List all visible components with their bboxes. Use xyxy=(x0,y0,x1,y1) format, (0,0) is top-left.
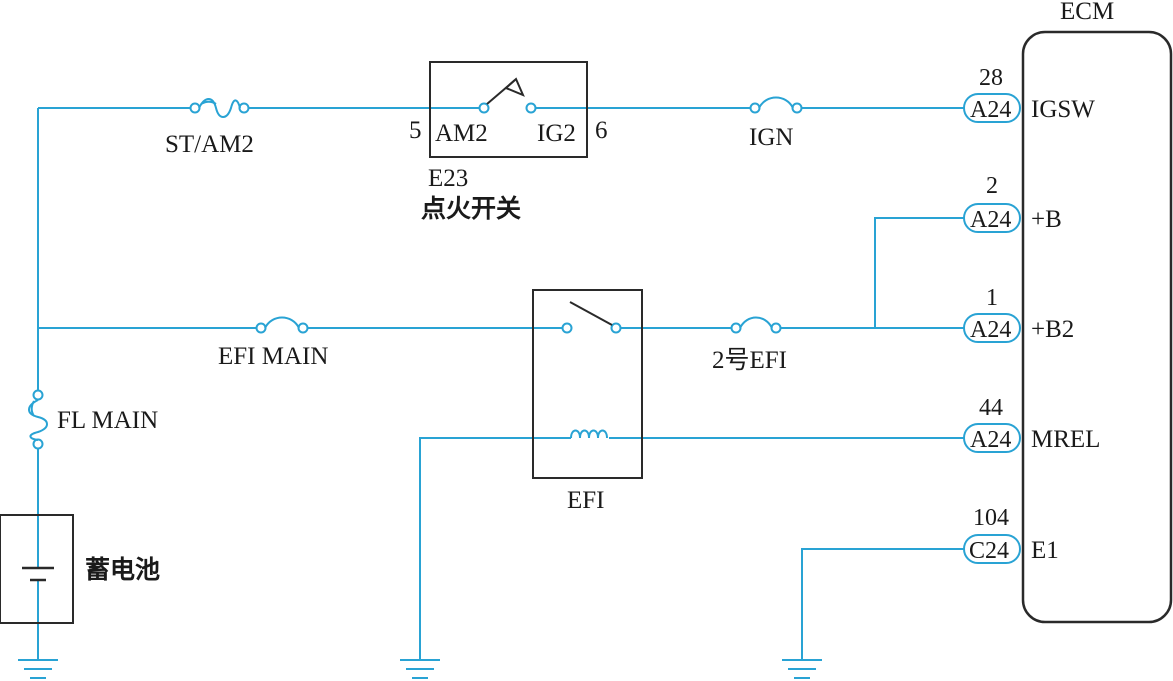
ecm-title: ECM xyxy=(1060,0,1114,25)
wire-mrel xyxy=(419,437,571,660)
fuse-efi-main: EFI MAIN xyxy=(218,316,328,370)
ground-relay-icon xyxy=(400,659,440,679)
wire-plusb-branch xyxy=(874,217,965,328)
switch-name: 点火开关 xyxy=(421,194,521,223)
ecm-pin-e1: C24 104 E1 xyxy=(963,505,1059,564)
relay-coil xyxy=(570,429,608,439)
pin-plusb-conn: A24 xyxy=(970,207,1011,233)
fuse-ign: IGN xyxy=(749,96,803,151)
ecm: ECM A24 28 IGSW A24 2 +B A24 1 +B2 A24 4… xyxy=(963,0,1173,624)
pin-mrel-name: MREL xyxy=(1031,426,1100,453)
ecm-pin-mrel: A24 44 MREL xyxy=(963,395,1100,453)
battery: 蓄电池 xyxy=(0,514,160,624)
pin-plusb-name: +B xyxy=(1031,206,1062,233)
ground-ecm-icon xyxy=(782,659,822,679)
pin-mrel-conn: A24 xyxy=(970,427,1011,453)
switch-am2-label: AM2 xyxy=(435,120,488,147)
fuse-fl-main-label: FL MAIN xyxy=(57,407,158,434)
pin-plusb2-name: +B2 xyxy=(1031,316,1074,343)
pin-e1-conn: C24 xyxy=(969,538,1009,564)
wires xyxy=(37,107,965,660)
ecm-pin-plusb: A24 2 +B xyxy=(963,173,1062,233)
pin-plusb2-num: 1 xyxy=(986,285,998,311)
pin-plusb2-conn: A24 xyxy=(970,317,1011,343)
pin-mrel-num: 44 xyxy=(979,395,1003,421)
ecm-pin-plusb2: A24 1 +B2 xyxy=(963,285,1074,343)
fuse-efi-no2: 2号EFI xyxy=(712,316,787,374)
fuse-efi-main-label: EFI MAIN xyxy=(218,343,328,370)
ignition-switch: 5 AM2 IG2 6 E23 点火开关 xyxy=(409,61,608,223)
fuse-fl-main: FL MAIN xyxy=(28,389,158,450)
efi-relay: EFI xyxy=(532,289,643,514)
ground-battery-icon xyxy=(18,659,58,679)
switch-code: E23 xyxy=(428,165,468,192)
relay-label: EFI xyxy=(567,487,605,514)
fuse-st-am2-label: ST/AM2 xyxy=(165,131,254,158)
switch-pin5-num: 5 xyxy=(409,117,422,144)
pin-e1-name: E1 xyxy=(1031,537,1059,564)
pin-igsw-conn: A24 xyxy=(970,97,1011,123)
pin-plusb-num: 2 xyxy=(986,173,998,199)
fuse-st-am2: ST/AM2 xyxy=(165,98,254,158)
pin-igsw-num: 28 xyxy=(979,65,1003,91)
switch-pin6-num: 6 xyxy=(595,117,608,144)
switch-ig2-label: IG2 xyxy=(537,120,576,147)
fuse-efi-no2-label: 2号EFI xyxy=(712,347,787,374)
wire-e1 xyxy=(801,548,965,660)
battery-label: 蓄电池 xyxy=(85,555,160,584)
pin-e1-num: 104 xyxy=(973,505,1009,531)
fuse-ign-label: IGN xyxy=(749,124,793,151)
ecm-pin-igsw: A24 28 IGSW xyxy=(963,65,1095,123)
pin-igsw-name: IGSW xyxy=(1031,96,1095,123)
